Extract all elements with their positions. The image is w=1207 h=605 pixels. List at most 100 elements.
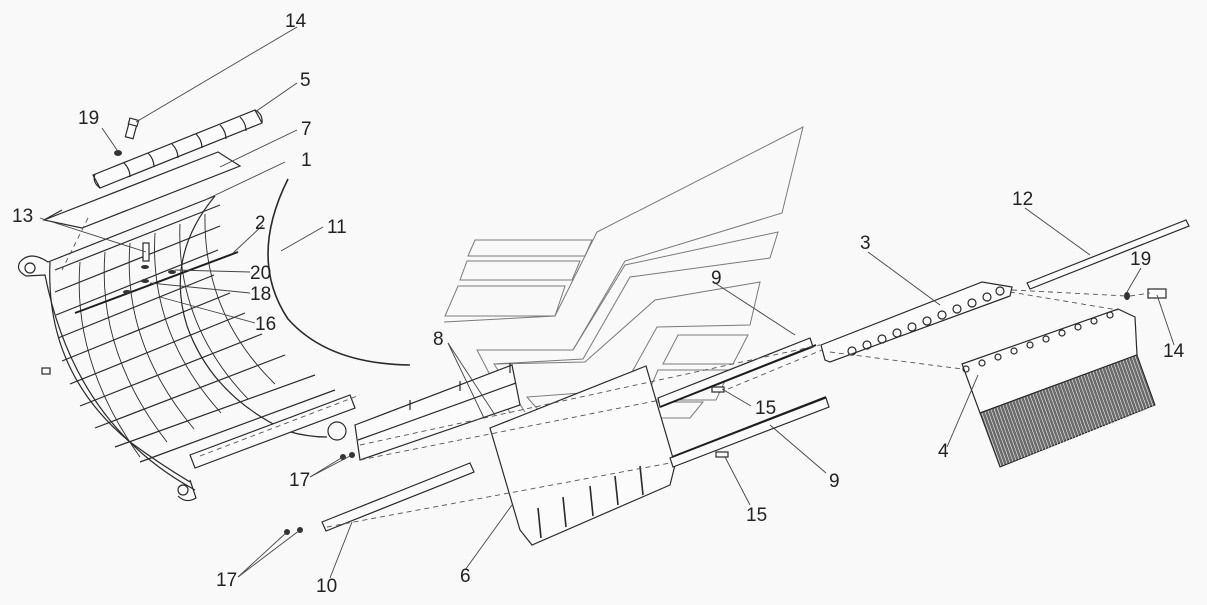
part-rod bbox=[74, 251, 239, 314]
brush-bristle bbox=[1062, 382, 1083, 436]
callout-14-right: 14 bbox=[1163, 341, 1185, 362]
part-cover-plate bbox=[41, 151, 242, 229]
part-bolt-15-lower bbox=[715, 451, 729, 458]
watermark-logo bbox=[443, 126, 804, 419]
callout-1: 1 bbox=[301, 150, 312, 171]
part-wire bbox=[267, 178, 411, 366]
part-hinge-pin bbox=[1026, 219, 1190, 290]
part-hinge-strip bbox=[92, 109, 263, 189]
part-bolt-right bbox=[1147, 288, 1167, 299]
callout-10: 10 bbox=[316, 576, 337, 597]
brush-bristle bbox=[981, 412, 1002, 467]
assembly-lines bbox=[61, 217, 1151, 528]
brush-bristle bbox=[1035, 392, 1056, 446]
callout-17-middle: 17 bbox=[289, 470, 310, 491]
brush-bristle bbox=[1005, 403, 1026, 458]
callout-15-lower: 15 bbox=[746, 505, 767, 526]
brush-bristle bbox=[999, 406, 1020, 460]
brush-bristle bbox=[1101, 368, 1122, 422]
brush-bristle bbox=[1056, 384, 1077, 439]
callout-9-upper: 9 bbox=[711, 268, 722, 289]
callout-2: 2 bbox=[255, 213, 266, 234]
brush-bristle bbox=[1014, 400, 1035, 454]
leader-lines bbox=[39, 26, 1175, 579]
brush-bristle bbox=[1107, 365, 1128, 420]
brush-bristle bbox=[1071, 379, 1092, 433]
brush-bristle bbox=[1023, 397, 1044, 451]
brush-bristle bbox=[1002, 405, 1023, 459]
brush-bristle bbox=[996, 407, 1017, 461]
brush-bristle bbox=[1128, 358, 1149, 412]
brush-bristle bbox=[1086, 373, 1107, 427]
brush-bristle bbox=[1119, 361, 1140, 415]
part-side-plate bbox=[354, 363, 521, 461]
callout-16: 16 bbox=[255, 314, 276, 335]
part-clamping-strip-10 bbox=[321, 462, 475, 532]
part-nuts-16-18-20 bbox=[123, 265, 176, 294]
brush-bristle bbox=[1116, 362, 1137, 416]
callout-11: 11 bbox=[327, 217, 347, 238]
brush-bristle bbox=[1095, 370, 1116, 424]
callout-19-right: 19 bbox=[1130, 249, 1151, 270]
brush-bristle bbox=[1020, 398, 1041, 452]
part-clamping-strip-9-lower bbox=[669, 396, 830, 468]
brush-bristle bbox=[1068, 380, 1089, 434]
callout-15-upper: 15 bbox=[755, 398, 776, 419]
part-hinge-bracket bbox=[820, 281, 1013, 363]
brush-bristle bbox=[1104, 367, 1125, 421]
brush-bristle bbox=[1113, 363, 1134, 417]
brush-bristle bbox=[987, 410, 1008, 464]
brush-bristle bbox=[1044, 389, 1065, 443]
part-bolt-15-upper bbox=[711, 386, 725, 393]
brush-bristle bbox=[993, 408, 1014, 462]
callout-19-top: 19 bbox=[78, 108, 99, 129]
brush-bristle bbox=[1032, 393, 1053, 448]
part-brush-assembly bbox=[961, 308, 1156, 468]
callout-9-lower: 9 bbox=[829, 471, 840, 492]
part-washer-top bbox=[114, 150, 122, 156]
brush-bristle bbox=[1092, 371, 1113, 425]
brush-bristle bbox=[1089, 372, 1110, 426]
part-nuts-17-middle bbox=[340, 452, 355, 460]
callout-18: 18 bbox=[250, 284, 271, 305]
part-washer-right bbox=[1124, 292, 1130, 300]
callout-12: 12 bbox=[1012, 189, 1033, 210]
brush-bristle bbox=[1017, 399, 1038, 453]
brush-bristle bbox=[1041, 390, 1062, 444]
callout-6: 6 bbox=[460, 566, 471, 587]
brush-bristle bbox=[990, 409, 1011, 463]
callout-13: 13 bbox=[12, 206, 33, 227]
callout-20: 20 bbox=[250, 263, 271, 284]
brush-bristle bbox=[1026, 396, 1047, 450]
callout-5: 5 bbox=[300, 70, 311, 91]
part-clamping-strip-9-upper bbox=[657, 337, 817, 408]
brush-bristle bbox=[1080, 376, 1101, 430]
brush-bristle bbox=[1110, 364, 1131, 419]
brush-bristle bbox=[1029, 395, 1050, 449]
brush-bristle bbox=[1053, 386, 1074, 440]
brush-bristle bbox=[1074, 378, 1095, 432]
part-concave-frame bbox=[17, 195, 356, 502]
brush-bristle bbox=[1050, 387, 1071, 441]
part-deflector-plate bbox=[489, 365, 676, 546]
brush-bristle bbox=[1008, 402, 1029, 457]
brush-bristle bbox=[1122, 360, 1143, 414]
brush-bristle bbox=[1125, 359, 1146, 413]
callout-8: 8 bbox=[433, 329, 444, 350]
brush-bristle bbox=[1098, 369, 1119, 423]
callout-14-top: 14 bbox=[285, 11, 307, 32]
brush-bristle bbox=[1134, 355, 1155, 410]
callout-17-bottom: 17 bbox=[216, 570, 237, 591]
brush-bristle bbox=[1077, 377, 1098, 431]
brush-bristle bbox=[1065, 381, 1086, 435]
callout-3: 3 bbox=[860, 233, 871, 254]
brush-bristle bbox=[1131, 357, 1152, 411]
brush-bristle bbox=[1083, 374, 1104, 429]
callout-4: 4 bbox=[938, 441, 949, 462]
brush-bristle bbox=[1059, 383, 1080, 438]
part-bolt-top bbox=[124, 117, 140, 140]
brush-bristle bbox=[984, 411, 1005, 465]
part-nuts-17-bottom bbox=[284, 527, 303, 535]
